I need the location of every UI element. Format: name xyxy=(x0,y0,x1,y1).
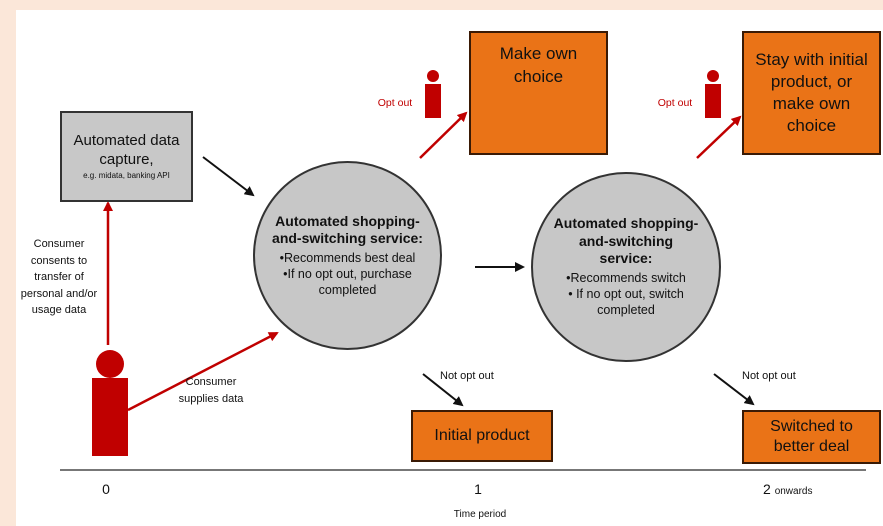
switched-label: Switched to better deal xyxy=(770,418,853,455)
stay-with-box: Stay with initial product, or make own c… xyxy=(742,31,881,155)
arrow-capture-to-service1 xyxy=(202,156,255,197)
tick-label-2-suffix: onwards xyxy=(774,486,813,497)
consumer-person-icon xyxy=(92,350,128,456)
tick-label-2: 2 onwards xyxy=(763,481,853,498)
arrow-not-opt-out-2 xyxy=(713,373,755,406)
opt-out-label-1: Opt out xyxy=(377,97,413,109)
make-own-choice-box: Make own choice xyxy=(469,31,608,155)
tick-label-0: 0 xyxy=(102,481,110,497)
make-own-choice-label: Make own choice xyxy=(499,44,578,86)
tick-label-2-number: 2 xyxy=(763,481,771,497)
service-circle-1: Automated shopping-and-switching service… xyxy=(253,161,442,350)
data-capture-subtitle: e.g. midata, banking API xyxy=(83,170,170,180)
not-opt-out-label-1: Not opt out xyxy=(440,370,494,382)
opt-out-person-icon-1 xyxy=(425,70,441,118)
opt-out-label-2: Opt out xyxy=(657,97,693,109)
initial-product-label: Initial product xyxy=(434,427,530,444)
service-circle-2: Automated shopping-and-switching service… xyxy=(531,172,721,362)
arrow-opt-out-2 xyxy=(696,115,742,159)
service2-line2: • If no opt out, switch completed xyxy=(568,287,684,318)
arrow-not-opt-out-1 xyxy=(422,373,464,407)
service1-line2: •If no opt out, purchase completed xyxy=(283,266,412,298)
data-capture-title: Automated data capture, xyxy=(73,132,180,168)
consent-label: Consumer consents to transfer of persona… xyxy=(20,238,98,316)
supplies-label: Consumer supplies data xyxy=(178,376,244,405)
service1-line1: •Recommends best deal xyxy=(279,250,416,265)
opt-out-person-icon-2 xyxy=(705,70,721,118)
service1-title: Automated shopping-and-switching service… xyxy=(272,212,423,247)
timeline-axis-label: Time period xyxy=(453,509,507,520)
not-opt-out-label-2: Not opt out xyxy=(742,370,796,382)
switched-box: Switched to better deal xyxy=(742,410,881,464)
service2-line1: •Recommends switch xyxy=(566,270,686,285)
tick-label-1: 1 xyxy=(474,481,482,497)
service2-title: Automated shopping-and-switching service… xyxy=(553,215,699,267)
arrow-supplies-data xyxy=(127,331,279,412)
initial-product-box: Initial product xyxy=(411,410,553,462)
data-capture-box: Automated data capture, e.g. midata, ban… xyxy=(60,111,193,202)
arrow-opt-out-1 xyxy=(419,111,468,159)
stay-with-label: Stay with initial product, or make own c… xyxy=(755,49,868,136)
